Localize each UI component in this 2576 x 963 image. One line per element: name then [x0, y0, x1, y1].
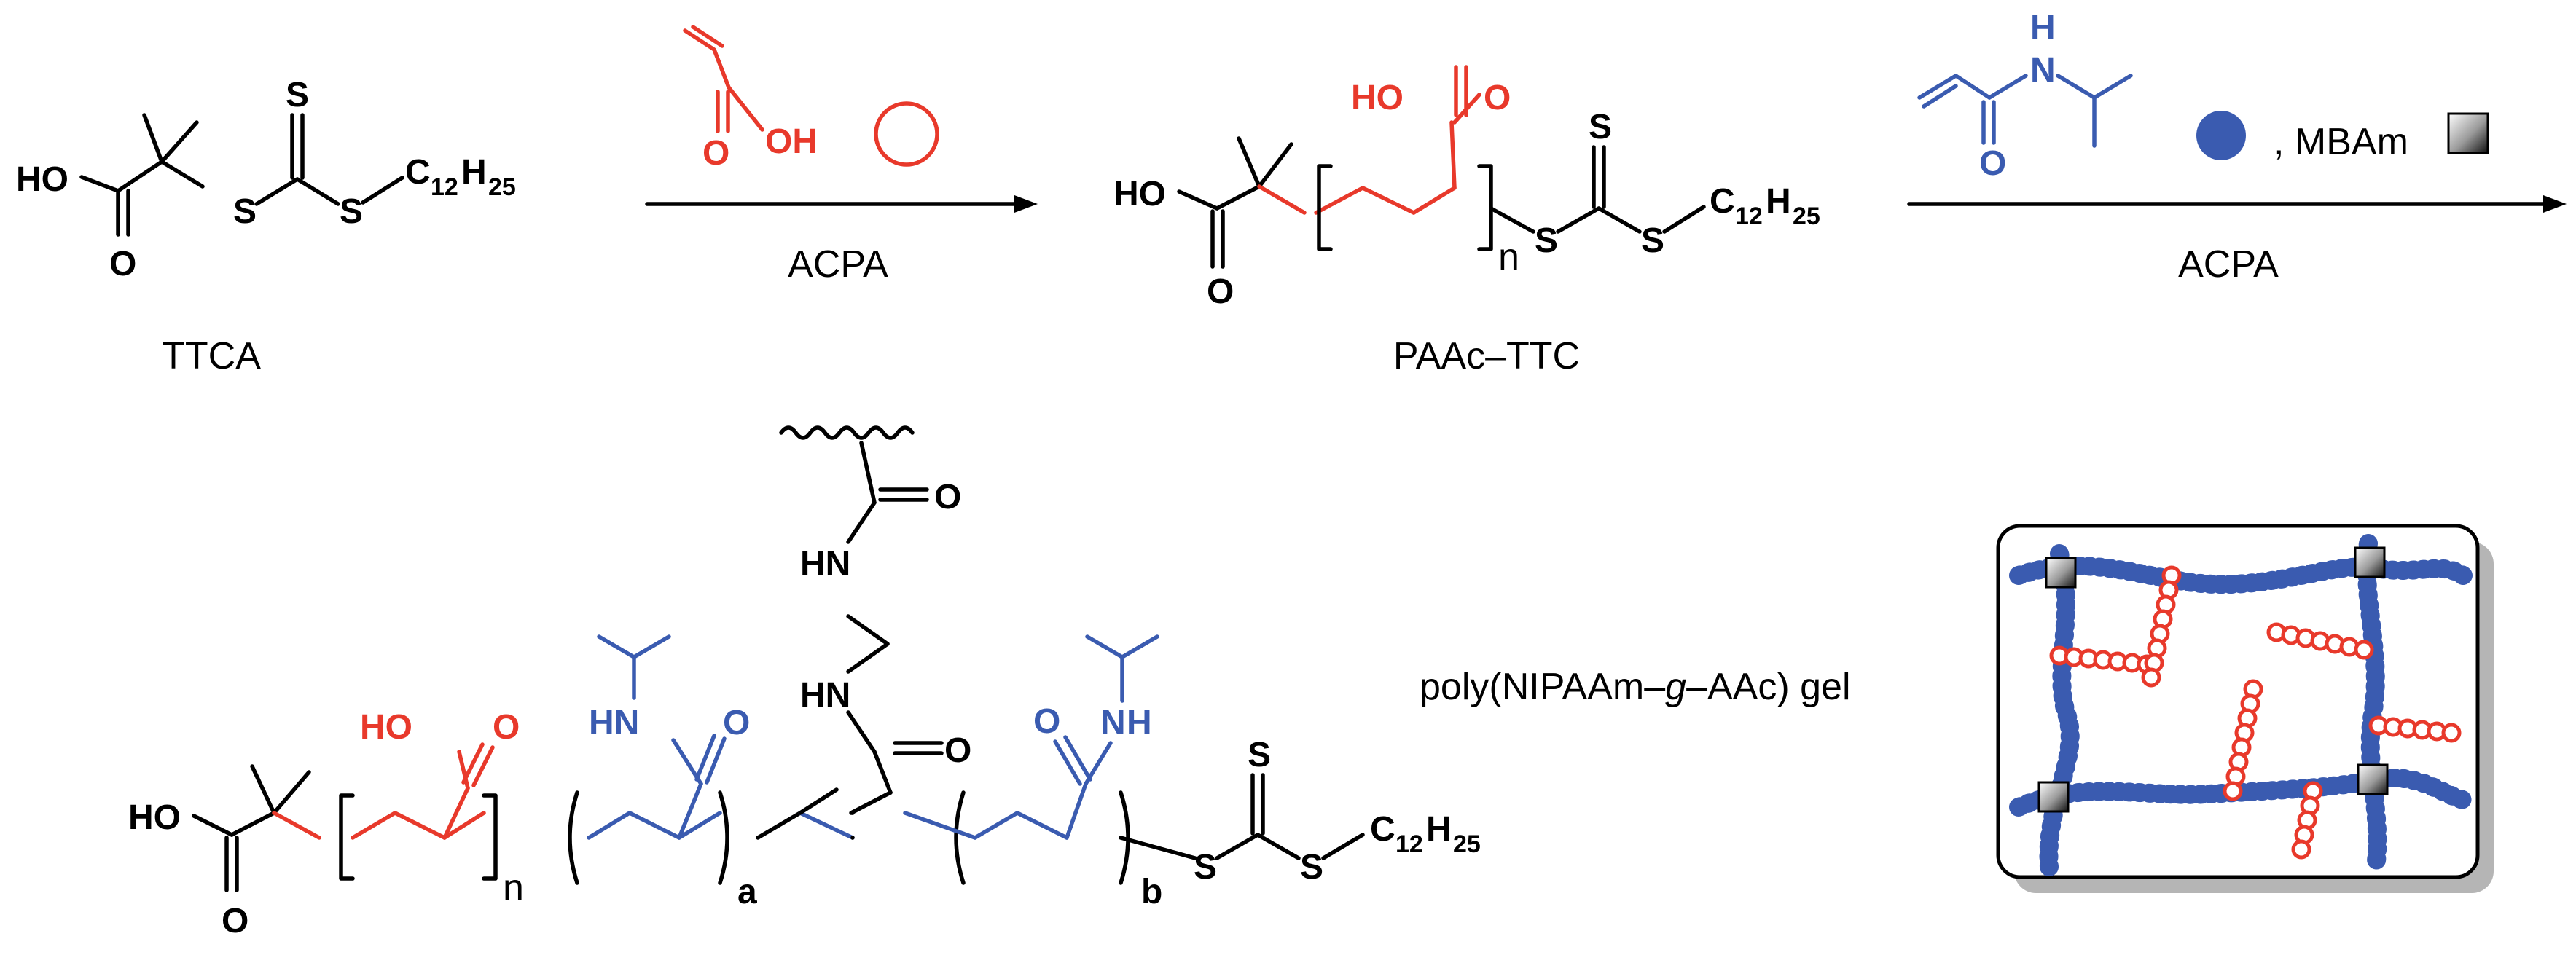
atom-o: O [1033, 702, 1060, 741]
repeat-b: b [1141, 873, 1162, 911]
red-graft-chain [2368, 715, 2462, 743]
gel-label-italic: g [1665, 666, 1686, 708]
atom-h: H [461, 153, 487, 192]
atom-ho: HO [1113, 175, 1166, 213]
atom-s: S [233, 192, 257, 231]
gel-label-suffix: –AAc) gel [1686, 666, 1850, 708]
atom-o: O [1979, 144, 2006, 183]
atom-s: S [1589, 108, 1612, 146]
atom-o: O [493, 708, 520, 747]
step1-arrow-group: O OH ACPA [645, 25, 1038, 286]
atom-c-subscript: 12 [1395, 830, 1423, 858]
ttca-label: TTCA [162, 335, 261, 377]
gray-gradient-square-icon [2447, 112, 2489, 154]
red-open-circle-icon [874, 101, 939, 167]
atom-ho: HO [360, 708, 412, 747]
gel-label-prefix: poly(NIPAAm– [1420, 666, 1665, 708]
atom-c: C [1370, 810, 1395, 849]
atom-h-subscript: 25 [1453, 830, 1481, 858]
red-graft-chain [2049, 645, 2157, 675]
atom-o: O [109, 245, 136, 283]
atom-o: O [222, 902, 248, 940]
blue-chain [2357, 534, 2387, 876]
atom-o: O [1484, 79, 1511, 117]
atom-nh: N [1100, 704, 1126, 742]
atom-s: S [1535, 221, 1558, 260]
step2-reagent-label: ACPA [2178, 243, 2279, 286]
arrowhead-icon [1014, 195, 1038, 213]
red-graft-chain [2291, 781, 2323, 860]
repeat-a: a [737, 873, 757, 911]
atom-h: H [1766, 182, 1791, 221]
atom-s: S [1641, 221, 1664, 260]
atom-hn: HN [589, 704, 639, 742]
gel-label: poly(NIPAAm–g–AAc) gel [1420, 666, 1851, 708]
arrowhead-icon [2543, 195, 2567, 213]
atom-s: S [1300, 848, 1323, 887]
atom-oh: OH [765, 122, 818, 161]
blue-filled-circle-icon [2196, 111, 2246, 160]
repeat-n: n [1498, 236, 1519, 278]
atom-n: N [2030, 51, 2056, 90]
blue-chain [2009, 769, 2473, 817]
repeat-n: n [503, 867, 524, 909]
red-graft-chain [2141, 565, 2182, 688]
atom-h: H [2030, 9, 2056, 47]
crosslink-square-icon [2354, 546, 2386, 578]
crosslink-square-icon [2037, 781, 2070, 813]
atom-s: S [1248, 736, 1271, 774]
mbam-label: , MBAm [2274, 121, 2408, 163]
atom-o: O [702, 134, 729, 173]
atom-s: S [1194, 848, 1217, 887]
red-graft-chain [2266, 622, 2374, 660]
gel-network-diagram [1996, 524, 2494, 893]
red-graft-chain [2223, 679, 2263, 801]
atom-ho: HO [128, 798, 181, 837]
atom-o: O [723, 704, 750, 742]
atom-hn: HN [800, 676, 850, 715]
atom-o: O [944, 731, 971, 770]
atom-h: H [1426, 810, 1452, 849]
atom-s: S [340, 192, 363, 231]
blue-chain [2009, 557, 2473, 594]
atom-c: C [405, 153, 431, 192]
paac-ttc-structure: HO O HO O n S S S C 12 H 25 PAAc–TTC [1113, 65, 1820, 377]
crosslink-square-icon [2045, 557, 2077, 589]
crosslink-square-icon [2357, 763, 2389, 795]
polymer-wavy-bond [779, 425, 915, 440]
atom-c-subscript: 12 [1735, 203, 1763, 230]
step2-arrow-group: O N H , MBAm ACPA [1907, 9, 2567, 286]
step1-reagent-label: ACPA [788, 243, 888, 286]
atom-ho: HO [1351, 79, 1404, 117]
atom-h: H [1127, 704, 1152, 742]
atom-s: S [286, 76, 309, 114]
atom-o: O [934, 478, 961, 516]
graft-copolymer-structure: HO O HO O n HN O a [128, 425, 1481, 940]
atom-h-subscript: 25 [488, 173, 516, 201]
atom-hn: HN [800, 545, 850, 583]
paac-ttc-label: PAAc–TTC [1393, 335, 1580, 377]
atom-c-subscript: 12 [431, 173, 458, 201]
atom-o: O [1207, 272, 1234, 311]
atom-c: C [1710, 182, 1735, 221]
atom-h-subscript: 25 [1793, 203, 1820, 230]
atom-ho: HO [16, 160, 68, 199]
ttca-structure: HO O S S S C 12 H 25 TTCA [16, 76, 516, 377]
